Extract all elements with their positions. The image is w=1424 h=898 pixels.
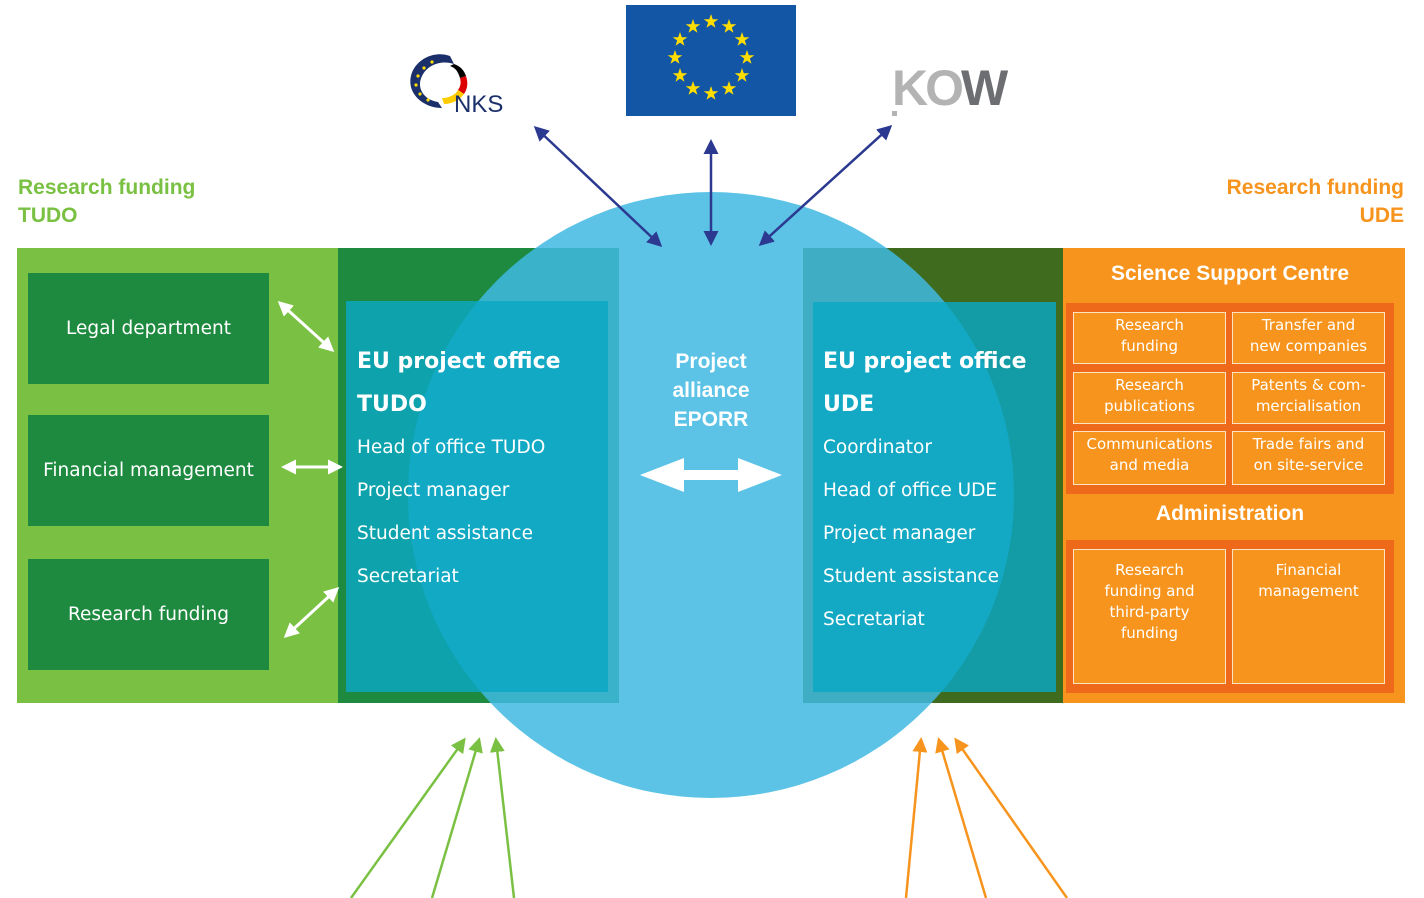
arrow-kowi: [758, 124, 893, 247]
science-support-title: Science Support Centre: [1110, 262, 1350, 285]
kowi-logo: KOWi: [892, 60, 1008, 116]
eu-stars: [667, 14, 755, 100]
tudo-office-item: Project manager: [357, 480, 510, 501]
arrow-nks: [533, 125, 663, 248]
project-alliance-label: Project alliance EPORR: [611, 347, 811, 434]
ssc-box-publications: Research publications: [1073, 372, 1226, 424]
arrow-green: [430, 737, 483, 898]
ssc-box-trade-fairs: Trade fairs and on site-service: [1232, 431, 1385, 485]
administration-title: Administration: [1155, 502, 1305, 525]
admin-box-line: funding: [1120, 624, 1178, 642]
financial-management-label: Financial management: [43, 460, 254, 481]
ssc-box-research-funding: Research funding: [1073, 312, 1226, 364]
tudo-office-title2: TUDO: [357, 392, 427, 417]
arrow-legal: [277, 300, 335, 353]
nks-logo: NKS: [410, 54, 503, 118]
ssc-box-line: Research: [1115, 376, 1184, 394]
tudo-office-box: [346, 301, 608, 692]
kowi-logo-text: KOWi: [892, 60, 1008, 116]
ssc-box-line: publications: [1104, 397, 1195, 415]
ssc-box-patents: Patents & com- mercialisation: [1232, 372, 1385, 424]
admin-box-line: Research: [1115, 561, 1184, 579]
ssc-box-line: Research: [1115, 316, 1184, 334]
admin-box-line: funding and: [1104, 582, 1195, 600]
center-line3: EPORR: [673, 408, 749, 431]
ude-office-box: [813, 302, 1056, 692]
ude-office-item: Secretariat: [823, 609, 925, 630]
ude-office-item: Student assistance: [823, 566, 999, 587]
ssc-box-transfer: Transfer and new companies: [1232, 312, 1385, 364]
ssc-box-line: funding: [1120, 337, 1178, 355]
tudo-header-line2: TUDO: [18, 204, 78, 227]
ssc-box-line: Patents & com-: [1251, 376, 1366, 394]
research-funding-box: Research funding: [28, 559, 269, 670]
legal-department-label: Legal department: [66, 318, 231, 339]
tudo-office-item: Head of office TUDO: [357, 437, 546, 458]
ssc-box-line: mercialisation: [1255, 397, 1362, 415]
ude-office-text: EU project office UDE Coordinator Head o…: [823, 340, 1027, 641]
ude-office-item: Head of office UDE: [823, 480, 998, 501]
admin-box-research-funding: Research funding and third-party funding: [1073, 549, 1226, 684]
arrow-green: [349, 737, 466, 898]
ssc-box-communications: Communications and media: [1073, 431, 1226, 485]
center-line1: Project: [675, 350, 747, 373]
ude-header-line1: Research funding: [1226, 176, 1404, 199]
ude-header: Research funding UDE: [1227, 174, 1404, 230]
tudo-office-text: EU project office TUDO Head of office TU…: [357, 340, 561, 598]
ssc-box-line: new companies: [1249, 337, 1368, 355]
tudo-header: Research funding TUDO: [18, 174, 195, 230]
center-line2: alliance: [672, 379, 750, 402]
ssc-box-line: Trade fairs and: [1252, 435, 1365, 453]
arrow-orange: [904, 737, 928, 898]
tudo-office-title1: EU project office: [357, 349, 561, 374]
arrow-research: [283, 586, 340, 639]
arrow-alliance: [640, 458, 782, 492]
arrow-orange: [954, 737, 1069, 898]
ssc-box-line: and media: [1109, 456, 1190, 474]
legal-department-box: Legal department: [28, 273, 269, 384]
ude-office-title1: EU project office: [823, 349, 1027, 374]
admin-box-line: Financial: [1275, 561, 1342, 579]
arrow-orange: [935, 737, 988, 898]
nks-logo-text: NKS: [454, 91, 503, 118]
admin-box-financial: Financial management: [1232, 549, 1385, 684]
ude-office-title2: UDE: [823, 392, 875, 417]
ssc-box-line: Transfer and: [1261, 316, 1356, 334]
tudo-office-item: Student assistance: [357, 523, 533, 544]
research-funding-label: Research funding: [67, 604, 230, 625]
financial-management-box: Financial management: [28, 415, 269, 526]
ssc-box-line: Communications: [1086, 435, 1213, 453]
ssc-box-line: on site-service: [1253, 456, 1364, 474]
tudo-header-line1: Research funding: [18, 176, 196, 199]
arrow-green: [489, 737, 516, 898]
ude-office-item: Project manager: [823, 523, 976, 544]
ude-header-line2: UDE: [1359, 204, 1404, 227]
ude-office-item: Coordinator: [823, 437, 932, 458]
tudo-office-item: Secretariat: [357, 566, 459, 587]
eu-flag-logo: [626, 5, 796, 116]
admin-box-line: management: [1258, 582, 1359, 600]
admin-box-line: third-party: [1109, 603, 1190, 621]
